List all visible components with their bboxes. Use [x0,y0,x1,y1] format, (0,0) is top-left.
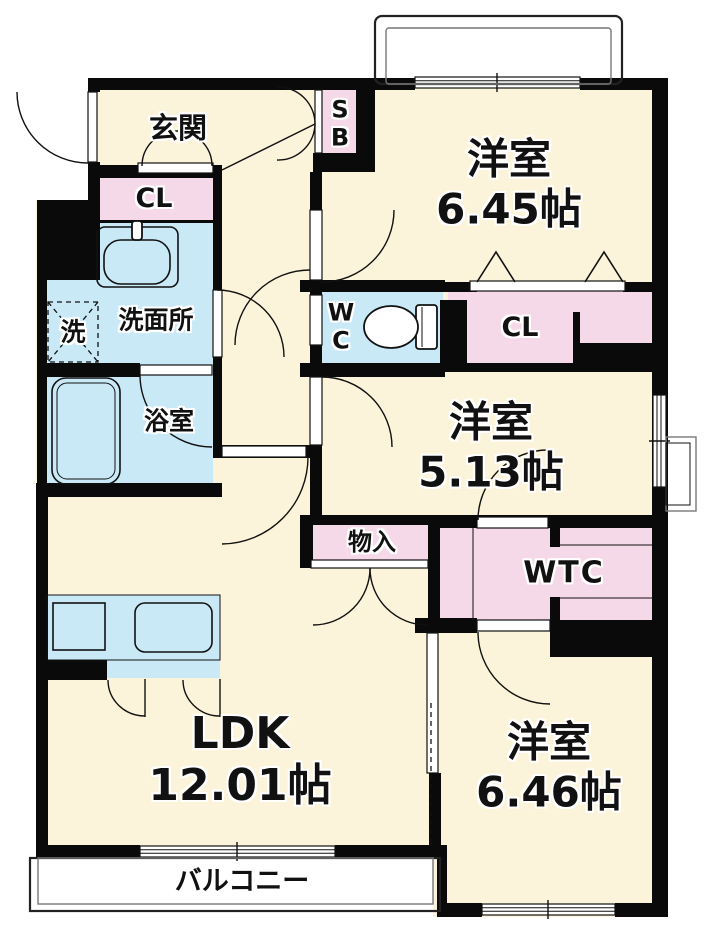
label-closet-entry: CL [135,183,173,215]
closet-entry-area [95,178,213,220]
wtc-door-arc [477,449,549,521]
ldk-partition-opening [426,632,439,774]
window-right [649,394,670,488]
western1-door-arc [321,209,395,283]
label-laundry: 洗 [60,317,86,347]
entrance-door-arc [16,91,89,164]
western3-door-arc [477,631,551,705]
label-balcony: バルコニー [174,866,310,898]
kitchen-counter [47,595,220,660]
windows [139,73,670,919]
western2-door-arc [321,376,393,448]
bath-door-arc [139,374,213,448]
fixtures [46,220,653,845]
washbasin [96,220,179,288]
exterior [28,14,697,913]
bathroom-area [47,365,213,490]
closet-front [469,280,626,292]
label-closet-w1: CL [501,312,539,344]
entrance-door [87,91,98,163]
label-storage: 物入 [348,527,396,556]
label-washroom: 洗面所 [118,305,194,335]
window-w3 [481,900,616,919]
entrance-step [137,162,214,174]
closet-w1-area [448,290,652,312]
door-openings [87,89,626,774]
closet-door-symbols [476,250,624,283]
shoebox-area [322,90,356,153]
storage-door-arc-left [312,567,371,626]
room-fills [47,90,653,678]
storage-door-arc-right [369,567,428,626]
wc-door-arc [234,269,311,346]
washroom-door-arc [216,289,285,358]
storage-area [311,525,428,560]
side-ledge-outline [665,436,697,512]
upper-corridor-outline [373,14,624,86]
bathtub [51,377,121,485]
label-bathroom: 浴室 [143,406,195,436]
ldk-door-arc [221,456,309,545]
toilet [363,304,438,350]
label-wtc: WTC [523,555,605,591]
laundry-pan [47,301,99,363]
door-arcs [16,86,551,705]
kitchen [46,594,221,717]
wtc-area [435,528,653,620]
label-genkan: 玄関 [148,110,208,145]
